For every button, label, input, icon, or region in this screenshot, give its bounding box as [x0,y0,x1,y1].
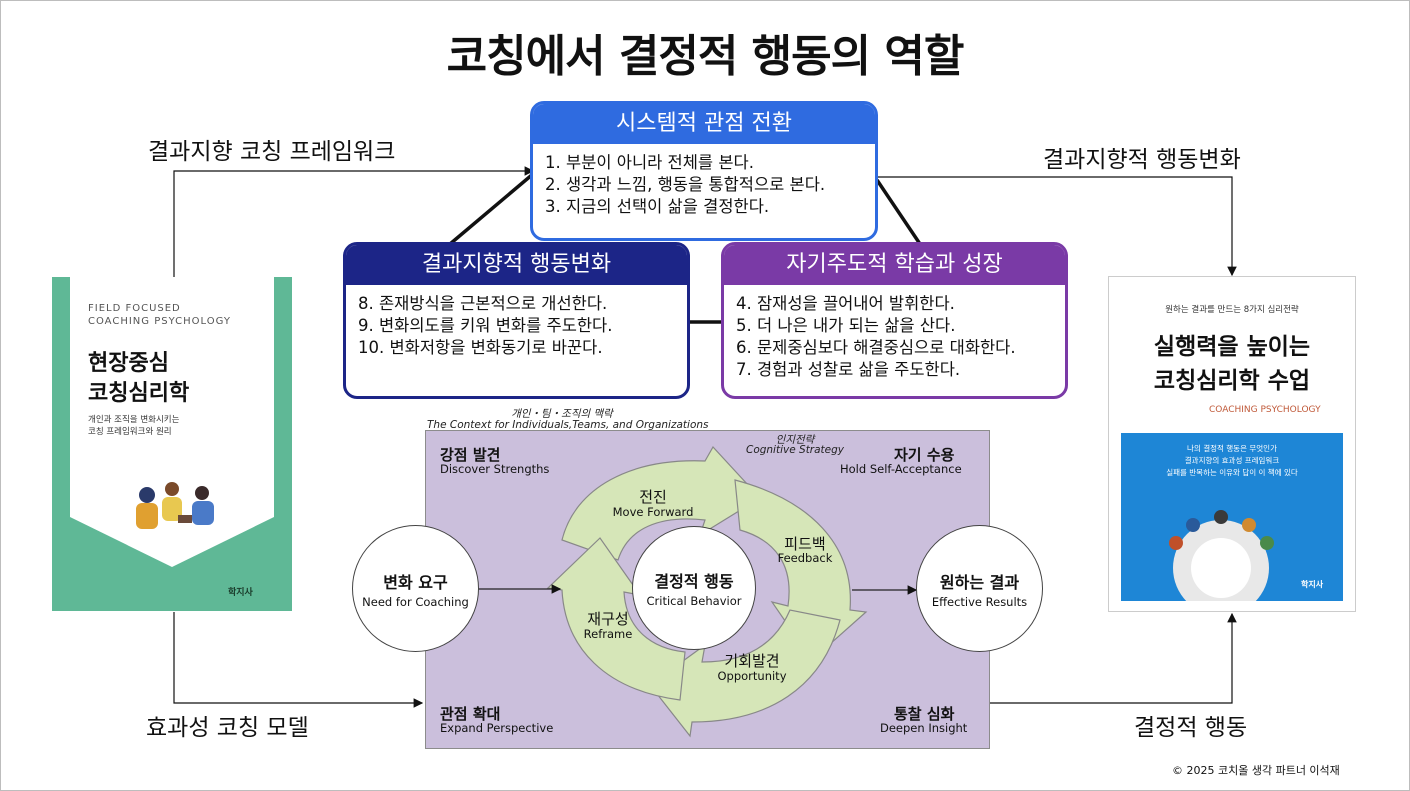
card-self-directed: 자기주도적 학습과 성장 4. 잠재성을 끌어내어 발휘한다. 5. 더 나은 … [721,242,1068,399]
book-right-tagline: 원하는 결과를 만드는 8가지 심리전략 [1165,305,1299,315]
feedback-ko: 피드백 [784,535,826,553]
card-item: 5. 더 나은 내가 되는 삶을 산다. [736,316,956,335]
move-forward-ko: 전진 [639,488,667,506]
reframe-ko: 재구성 [587,610,629,628]
arrow-framework-to-system [173,166,535,277]
page-title: 코칭에서 결정적 행동의 역할 [446,31,965,82]
strategy-en: Cognitive Strategy [745,444,845,456]
corner-discover-en: Discover Strengths [440,462,550,476]
circle-effective-results: 원하는 결과 Effective Results [916,525,1043,652]
book-cover-left: FIELD FOCUSED COACHING PSYCHOLOGY 현장중심 코… [52,277,292,611]
circle-need-for-coaching: 변화 요구 Need for Coaching [352,525,479,652]
result-ko: 원하는 결과 [939,572,1020,592]
book-right-art [1169,510,1274,601]
context-ko: 개인・팀・조직의 맥락 [511,408,613,420]
book-left-series-2: COACHING PSYCHOLOGY [88,316,231,327]
book-right-blurb-2: 결과지향의 효과성 프레임워크 [1184,456,1280,465]
book-right-title-1: 실행력을 높이는 [1153,334,1311,360]
opportunity-ko: 기회발견 [724,652,780,670]
critical-en: Critical Behavior [646,594,742,608]
book-left-series-1: FIELD FOCUSED [88,303,181,314]
label-critical-behavior: 결정적 행동 [1134,715,1248,741]
opportunity-en: Opportunity [717,669,787,683]
card-item: 7. 경험과 성찰로 삶을 주도한다. [736,360,961,379]
label-framework: 결과지향 코칭 프레임워크 [148,139,396,165]
link-result-system [448,172,535,246]
corner-accept-ko: 자기 수용 [894,446,955,464]
corner-deepen-ko: 통찰 심화 [894,705,955,723]
critical-ko: 결정적 행동 [654,572,734,591]
segment-feedback [734,479,868,661]
book-right-blurb-1: 나의 결정적 행동은 무엇인가 [1187,444,1277,453]
book-right-title-2: 코칭심리학 수업 [1153,368,1311,394]
strategy-ko: 인지전략 [775,434,815,446]
card-item: 6. 문제중심보다 해결중심으로 대화한다. [736,338,1016,357]
label-effectiveness-model: 효과성 코칭 모델 [146,715,309,741]
copyright: © 2025 코치올 생각 파트너 이석재 [1172,764,1340,777]
segment-opportunity [649,609,841,738]
book-cover-right: 원하는 결과를 만드는 8가지 심리전략 실행력을 높이는 코칭심리학 수업 C… [1108,276,1356,612]
need-en: Need for Coaching [362,594,469,609]
card-item: 8. 존재방식을 근본적으로 개선한다. [358,294,608,313]
card-item: 4. 잠재성을 끌어내어 발휘한다. [736,294,955,313]
card-item: 10. 변화저항을 변화동기로 바꾼다. [358,338,603,357]
move-forward-en: Move Forward [612,505,694,519]
book-left-title-1: 현장중심 [88,351,169,376]
card-item: 9. 변화의도를 키워 변화를 주도한다. [358,316,613,335]
arrow-book-to-model [173,612,424,708]
corner-discover-ko: 강점 발견 [440,446,501,464]
label-behavior-change: 결과지향적 행동변화 [1043,147,1241,173]
card-item: 1. 부분이 아니라 전체를 본다. [545,153,754,172]
book-right-blue-panel: 나의 결정적 행동은 무엇인가 결과지향의 효과성 프레임워크 실패를 반복하는… [1121,433,1343,601]
corner-expand-en: Expand Perspective [440,721,554,735]
book-right-english: COACHING PSYCHOLOGY [1209,405,1321,415]
card-title: 결과지향적 행동변화 [346,245,687,285]
card-result-oriented: 결과지향적 행동변화 8. 존재방식을 근본적으로 개선한다. 9. 변화의도를… [343,242,690,399]
book-left-subtitle-2: 코칭 프레임워크와 원리 [88,427,172,437]
card-system-perspective: 시스템적 관점 전환 1. 부분이 아니라 전체를 본다. 2. 생각과 느낌,… [530,101,878,241]
feedback-en: Feedback [777,551,833,565]
segment-reframe [546,537,686,701]
arrow-system-to-right-book [877,176,1237,277]
book-right-publisher: 학지사 [1301,580,1324,589]
card-item: 2. 생각과 느낌, 행동을 통합적으로 본다. [545,175,826,194]
corner-expand-ko: 관점 확대 [440,705,501,723]
reframe-en: Reframe [583,627,633,641]
context-en: The Context for Individuals,Teams, and O… [427,419,709,431]
link-system-self [875,179,922,245]
card-title: 자기주도적 학습과 성장 [724,245,1065,285]
card-item: 3. 지금의 선택이 삶을 결정한다. [545,197,770,216]
result-en: Effective Results [931,594,1028,609]
corner-deepen-en: Deepen Insight [880,721,968,735]
arrow-model-to-right-book [988,612,1237,704]
book-left-subtitle-1: 개인과 조직을 변화시키는 [88,415,180,425]
book-left-art [70,277,274,567]
circle-critical-behavior: 결정적 행동 Critical Behavior [632,526,756,650]
book-left-title-2: 코칭심리학 [88,381,190,406]
segment-move-forward [561,445,761,561]
book-left-publisher: 학지사 [228,588,253,598]
need-ko: 변화 요구 [383,572,448,592]
card-title: 시스템적 관점 전환 [533,104,875,144]
corner-accept-en: Hold Self-Acceptance [840,462,962,476]
book-right-blurb-3: 실패를 반복하는 이유와 답이 이 책에 있다 [1166,468,1298,477]
